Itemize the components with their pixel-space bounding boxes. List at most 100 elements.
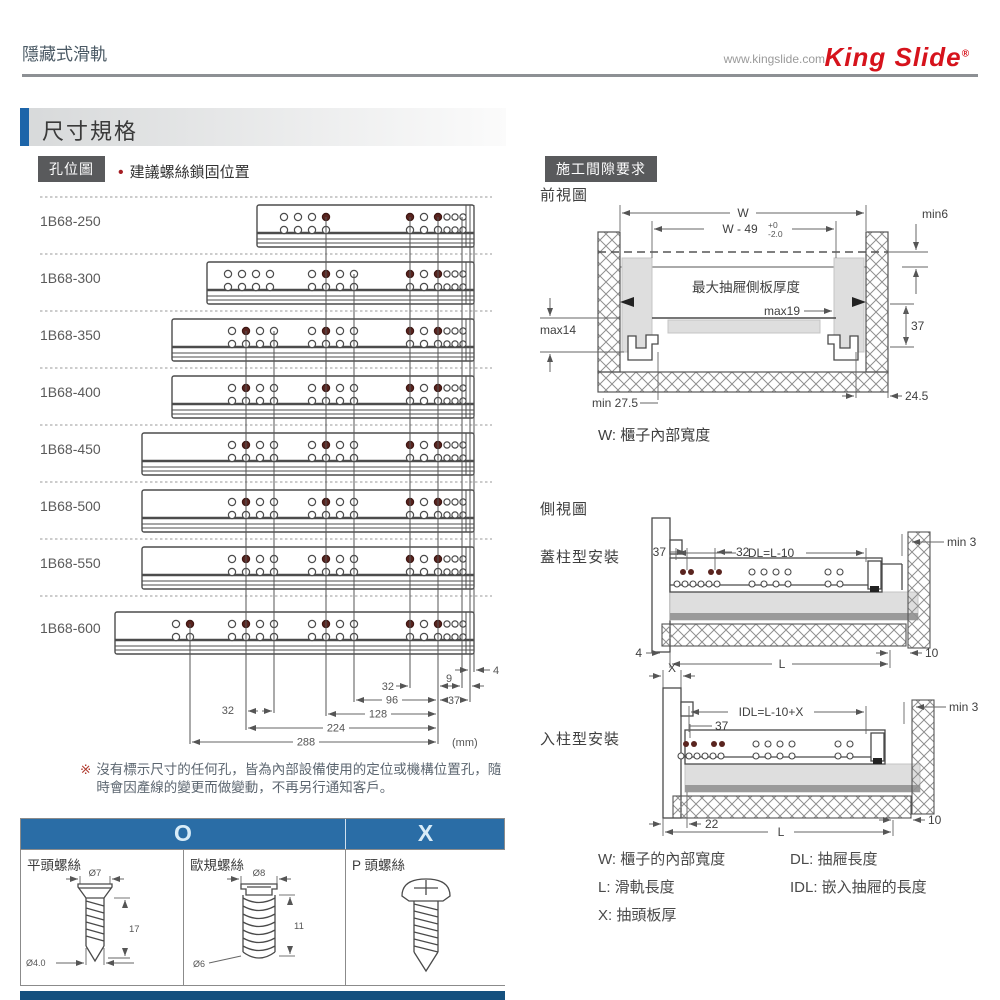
rail-hole	[307, 326, 317, 336]
rail-hole	[227, 554, 237, 564]
flat-head-screw-cell: 平頭螺絲 Ø7 17 Ø4.0	[21, 849, 183, 985]
dimension-label: 128	[369, 709, 387, 721]
rail-hole	[251, 282, 261, 292]
inset-mount-diagram: X IDL=L-10+X min 3 37	[649, 661, 979, 839]
rail-drawing	[141, 489, 475, 533]
model-label: 1B68-450	[40, 441, 101, 457]
rail-hole	[335, 282, 345, 292]
section-title: 尺寸規格	[42, 119, 139, 144]
rail-hole	[223, 269, 233, 279]
rail-hole	[443, 454, 451, 462]
dim-w49: W - 49	[722, 222, 758, 236]
rail-hole	[459, 384, 467, 392]
rail-hole	[251, 269, 261, 279]
rail-drawing	[171, 375, 475, 419]
rail-hole	[227, 619, 237, 629]
rail-drawing	[141, 432, 475, 476]
rail-drawing	[256, 204, 475, 248]
header-divider	[345, 819, 346, 849]
rail-drawing	[171, 318, 475, 362]
rail-hole	[459, 340, 467, 348]
rail-hole	[459, 226, 467, 234]
dim-idl: IDL=L-10+X	[739, 705, 804, 719]
rail-hole	[335, 383, 345, 393]
flat-head-dia-label: Ø7	[89, 868, 102, 879]
rail-hole	[443, 633, 451, 641]
rail-hole	[451, 340, 459, 348]
rail-hole	[451, 270, 459, 278]
dim-10-inset: 10	[928, 813, 942, 827]
dim-245: 24.5	[905, 389, 929, 403]
rail-hole	[279, 212, 289, 222]
legend-text: 建議螺絲鎖固位置	[129, 164, 250, 181]
rail-hole	[307, 212, 317, 222]
rail-hole	[443, 555, 451, 563]
rail-hole	[443, 568, 451, 576]
rail-hole	[335, 269, 345, 279]
flat-head-screw-label: 平頭螺絲	[27, 858, 81, 873]
euro-length-label: 11	[294, 921, 304, 932]
rail-hole	[419, 326, 429, 336]
dimension-label: 288	[297, 737, 315, 749]
rail-hole	[451, 620, 459, 628]
dim-22: 22	[705, 817, 719, 831]
footnote-mark: ※	[80, 762, 92, 777]
rail-hole	[451, 384, 459, 392]
rail-drawing	[114, 611, 475, 655]
rail-hole	[443, 441, 451, 449]
rail-hole	[419, 453, 429, 463]
rail-hole	[307, 282, 317, 292]
euro-screw-label: 歐規螺絲	[190, 858, 244, 873]
rail-hole	[307, 383, 317, 393]
rail-hole	[419, 396, 429, 406]
flat-head-shank-dia-label: Ø4.0	[26, 958, 46, 968]
dim-37-overlay: 37	[653, 545, 667, 559]
header-divider	[22, 74, 978, 77]
dimension-label: 32	[382, 681, 394, 693]
rail-hole	[443, 397, 451, 405]
rail-hole	[419, 567, 429, 577]
rail-hole	[451, 397, 459, 405]
rail-hole	[255, 554, 265, 564]
legend-idl: IDL: 嵌入抽屜的長度	[790, 879, 927, 896]
overlay-mount-label: 蓋柱型安裝	[540, 549, 621, 566]
dim-w49-tol-top: +0	[768, 220, 778, 230]
rail-hole	[227, 339, 237, 349]
rail-hole	[255, 396, 265, 406]
euro-head-dia-label: Ø8	[253, 868, 266, 879]
dim-min6: min6	[922, 207, 948, 221]
rail-hole	[451, 498, 459, 506]
rail-hole	[443, 511, 451, 519]
rail-hole	[307, 396, 317, 406]
rail-hole	[255, 567, 265, 577]
rail-hole	[335, 396, 345, 406]
euro-screw-cell: 歐規螺絲 Ø8 11 Ø6	[183, 849, 345, 985]
model-label: 1B68-300	[40, 270, 101, 286]
flat-head-length-label: 17	[129, 924, 140, 935]
rail-holes	[677, 740, 854, 760]
dim-min3-overlay: min 3	[947, 535, 977, 549]
rail-hole	[443, 283, 451, 291]
section-title-bar	[20, 108, 506, 146]
rail-hole	[459, 454, 467, 462]
dimension-label: 4	[493, 665, 499, 677]
rail-hole	[459, 213, 467, 221]
rail-hole	[227, 326, 237, 336]
dimension-label: 37	[448, 695, 460, 707]
dim-32-overlay: 32	[736, 545, 750, 559]
overlay-mount-diagram: min 3 DL=L-10 37 32 4 L 10	[635, 517, 977, 671]
front-view-diagram: W W - 49 +0 -2.0 min6 最大抽屜側板厚度 max19 max…	[540, 205, 948, 410]
rail-hole	[255, 632, 265, 642]
rail-drawing	[206, 261, 475, 305]
rail-hole	[335, 339, 345, 349]
rail-hole	[459, 270, 467, 278]
rail-hole	[451, 511, 459, 519]
symbol-legend-col2: DL: 抽屜長度 IDL: 嵌入抽屜的長度	[790, 846, 927, 902]
rail-hole	[419, 554, 429, 564]
rail-hole	[265, 269, 275, 279]
rail-hole	[459, 498, 467, 506]
brand-text: King Slide	[824, 42, 962, 72]
rail-hole	[443, 213, 451, 221]
rail-hole	[459, 620, 467, 628]
dim-37-front: 37	[911, 319, 925, 333]
